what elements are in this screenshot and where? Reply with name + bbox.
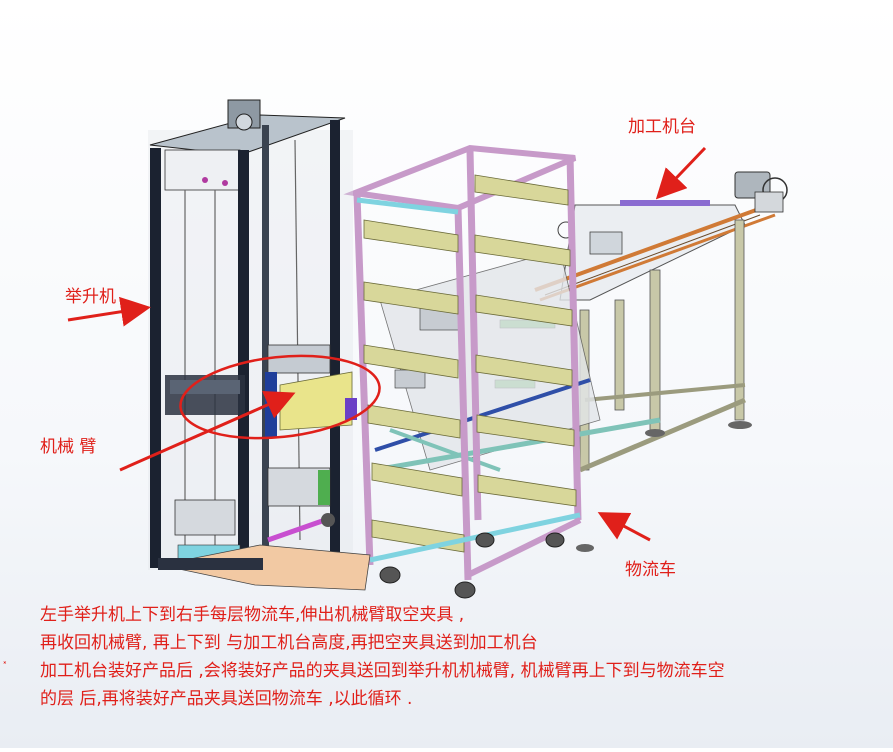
stray-mark: ˟ [2, 660, 8, 673]
description-line-4: 的层 后,再将装好产品夹具送回物流车 ,以此循环 . [40, 689, 413, 709]
description-line-3: 加工机台装好产品后 ,会将装好产品的夹具送回到举升机机械臂, 机械臂再上下到与物… [40, 661, 725, 681]
label-logistics-cart: 物流车 [625, 560, 676, 580]
machine-arrow [655, 146, 707, 200]
lifter-arrow [67, 296, 151, 327]
description-line-1: 左手举升机上下到右手每层物流车,伸出机械臂取空夹具 , [40, 605, 465, 625]
label-robot-arm: 机械 臂 [40, 437, 97, 457]
lifter-tower [148, 99, 371, 591]
label-lifter: 举升机 [65, 287, 116, 307]
highlight-circle [179, 354, 381, 440]
processing-machine [494, 171, 788, 473]
arm-arrow [119, 390, 296, 472]
logistics-cart [343, 144, 594, 599]
cart-arrow [597, 512, 651, 542]
description-line-2: 再收回机械臂, 再上下到 与加工机台高度,再把空夹具送到加工机台 [40, 633, 538, 653]
label-processing-machine: 加工机台 [628, 117, 696, 137]
